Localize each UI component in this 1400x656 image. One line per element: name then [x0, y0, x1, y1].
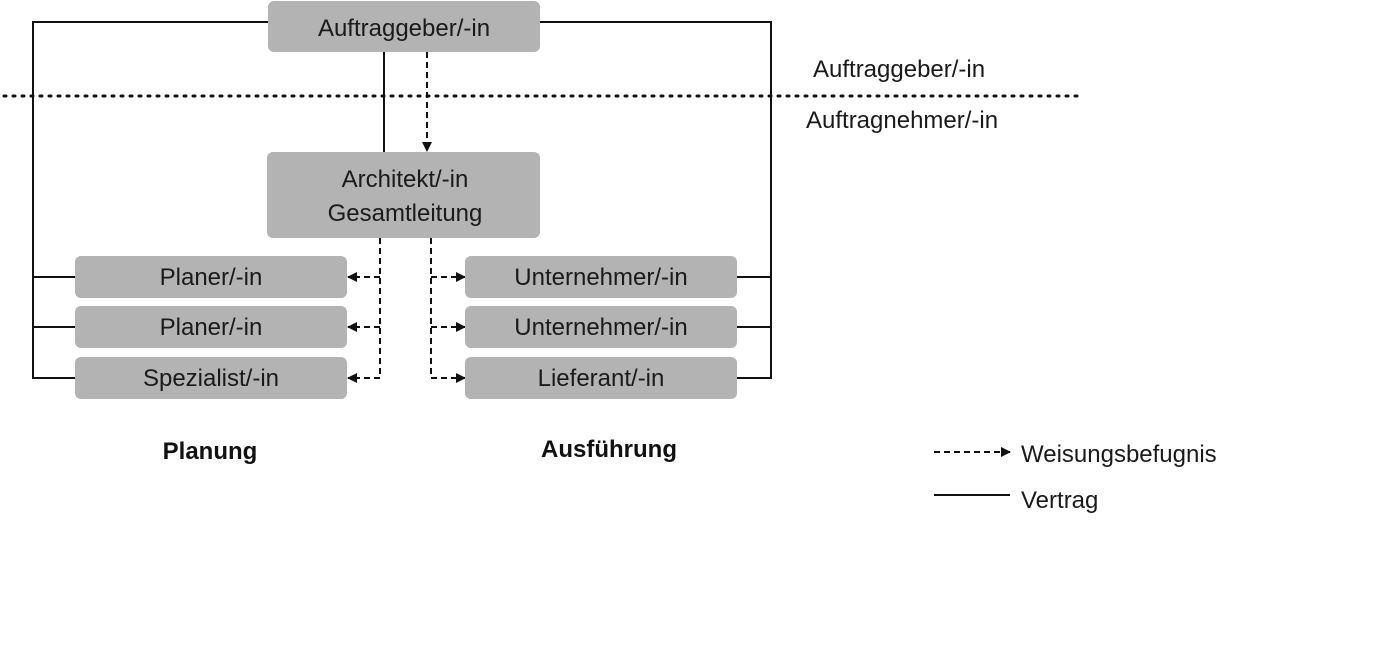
client-label: Auftraggeber/-in — [318, 15, 490, 42]
group-label-planning: Planung — [163, 438, 258, 465]
execution-label-2: Unternehmer/-in — [514, 314, 687, 341]
execution-label-1: Unternehmer/-in — [514, 264, 687, 291]
planning-box-3: Spezialist/-in — [75, 357, 347, 399]
execution-label-3: Lieferant/-in — [538, 365, 665, 392]
client-box: Auftraggeber/-in — [268, 1, 540, 52]
execution-box-1: Unternehmer/-in — [465, 256, 737, 298]
legend: Weisungsbefugnis Vertrag — [934, 441, 1217, 514]
side-label-contractor: Auftragnehmer/-in — [806, 107, 998, 134]
architect-role-label: Gesamtleitung — [328, 200, 483, 227]
group-label-execution: Ausführung — [541, 436, 677, 463]
architect-box: Architekt/-in Gesamtleitung — [267, 152, 540, 238]
side-label-client: Auftraggeber/-in — [813, 56, 985, 83]
planning-box-1: Planer/-in — [75, 256, 347, 298]
planning-box-2: Planer/-in — [75, 306, 347, 348]
execution-box-3: Lieferant/-in — [465, 357, 737, 399]
planning-label-1: Planer/-in — [160, 264, 263, 291]
planning-label-2: Planer/-in — [160, 314, 263, 341]
planning-label-3: Spezialist/-in — [143, 365, 279, 392]
execution-box-2: Unternehmer/-in — [465, 306, 737, 348]
architect-label: Architekt/-in — [342, 166, 469, 193]
legend-contract-label: Vertrag — [1021, 487, 1098, 514]
contract-line-planning — [32, 21, 268, 379]
legend-authority-label: Weisungsbefugnis — [1021, 441, 1217, 468]
contract-line-execution — [540, 21, 772, 379]
